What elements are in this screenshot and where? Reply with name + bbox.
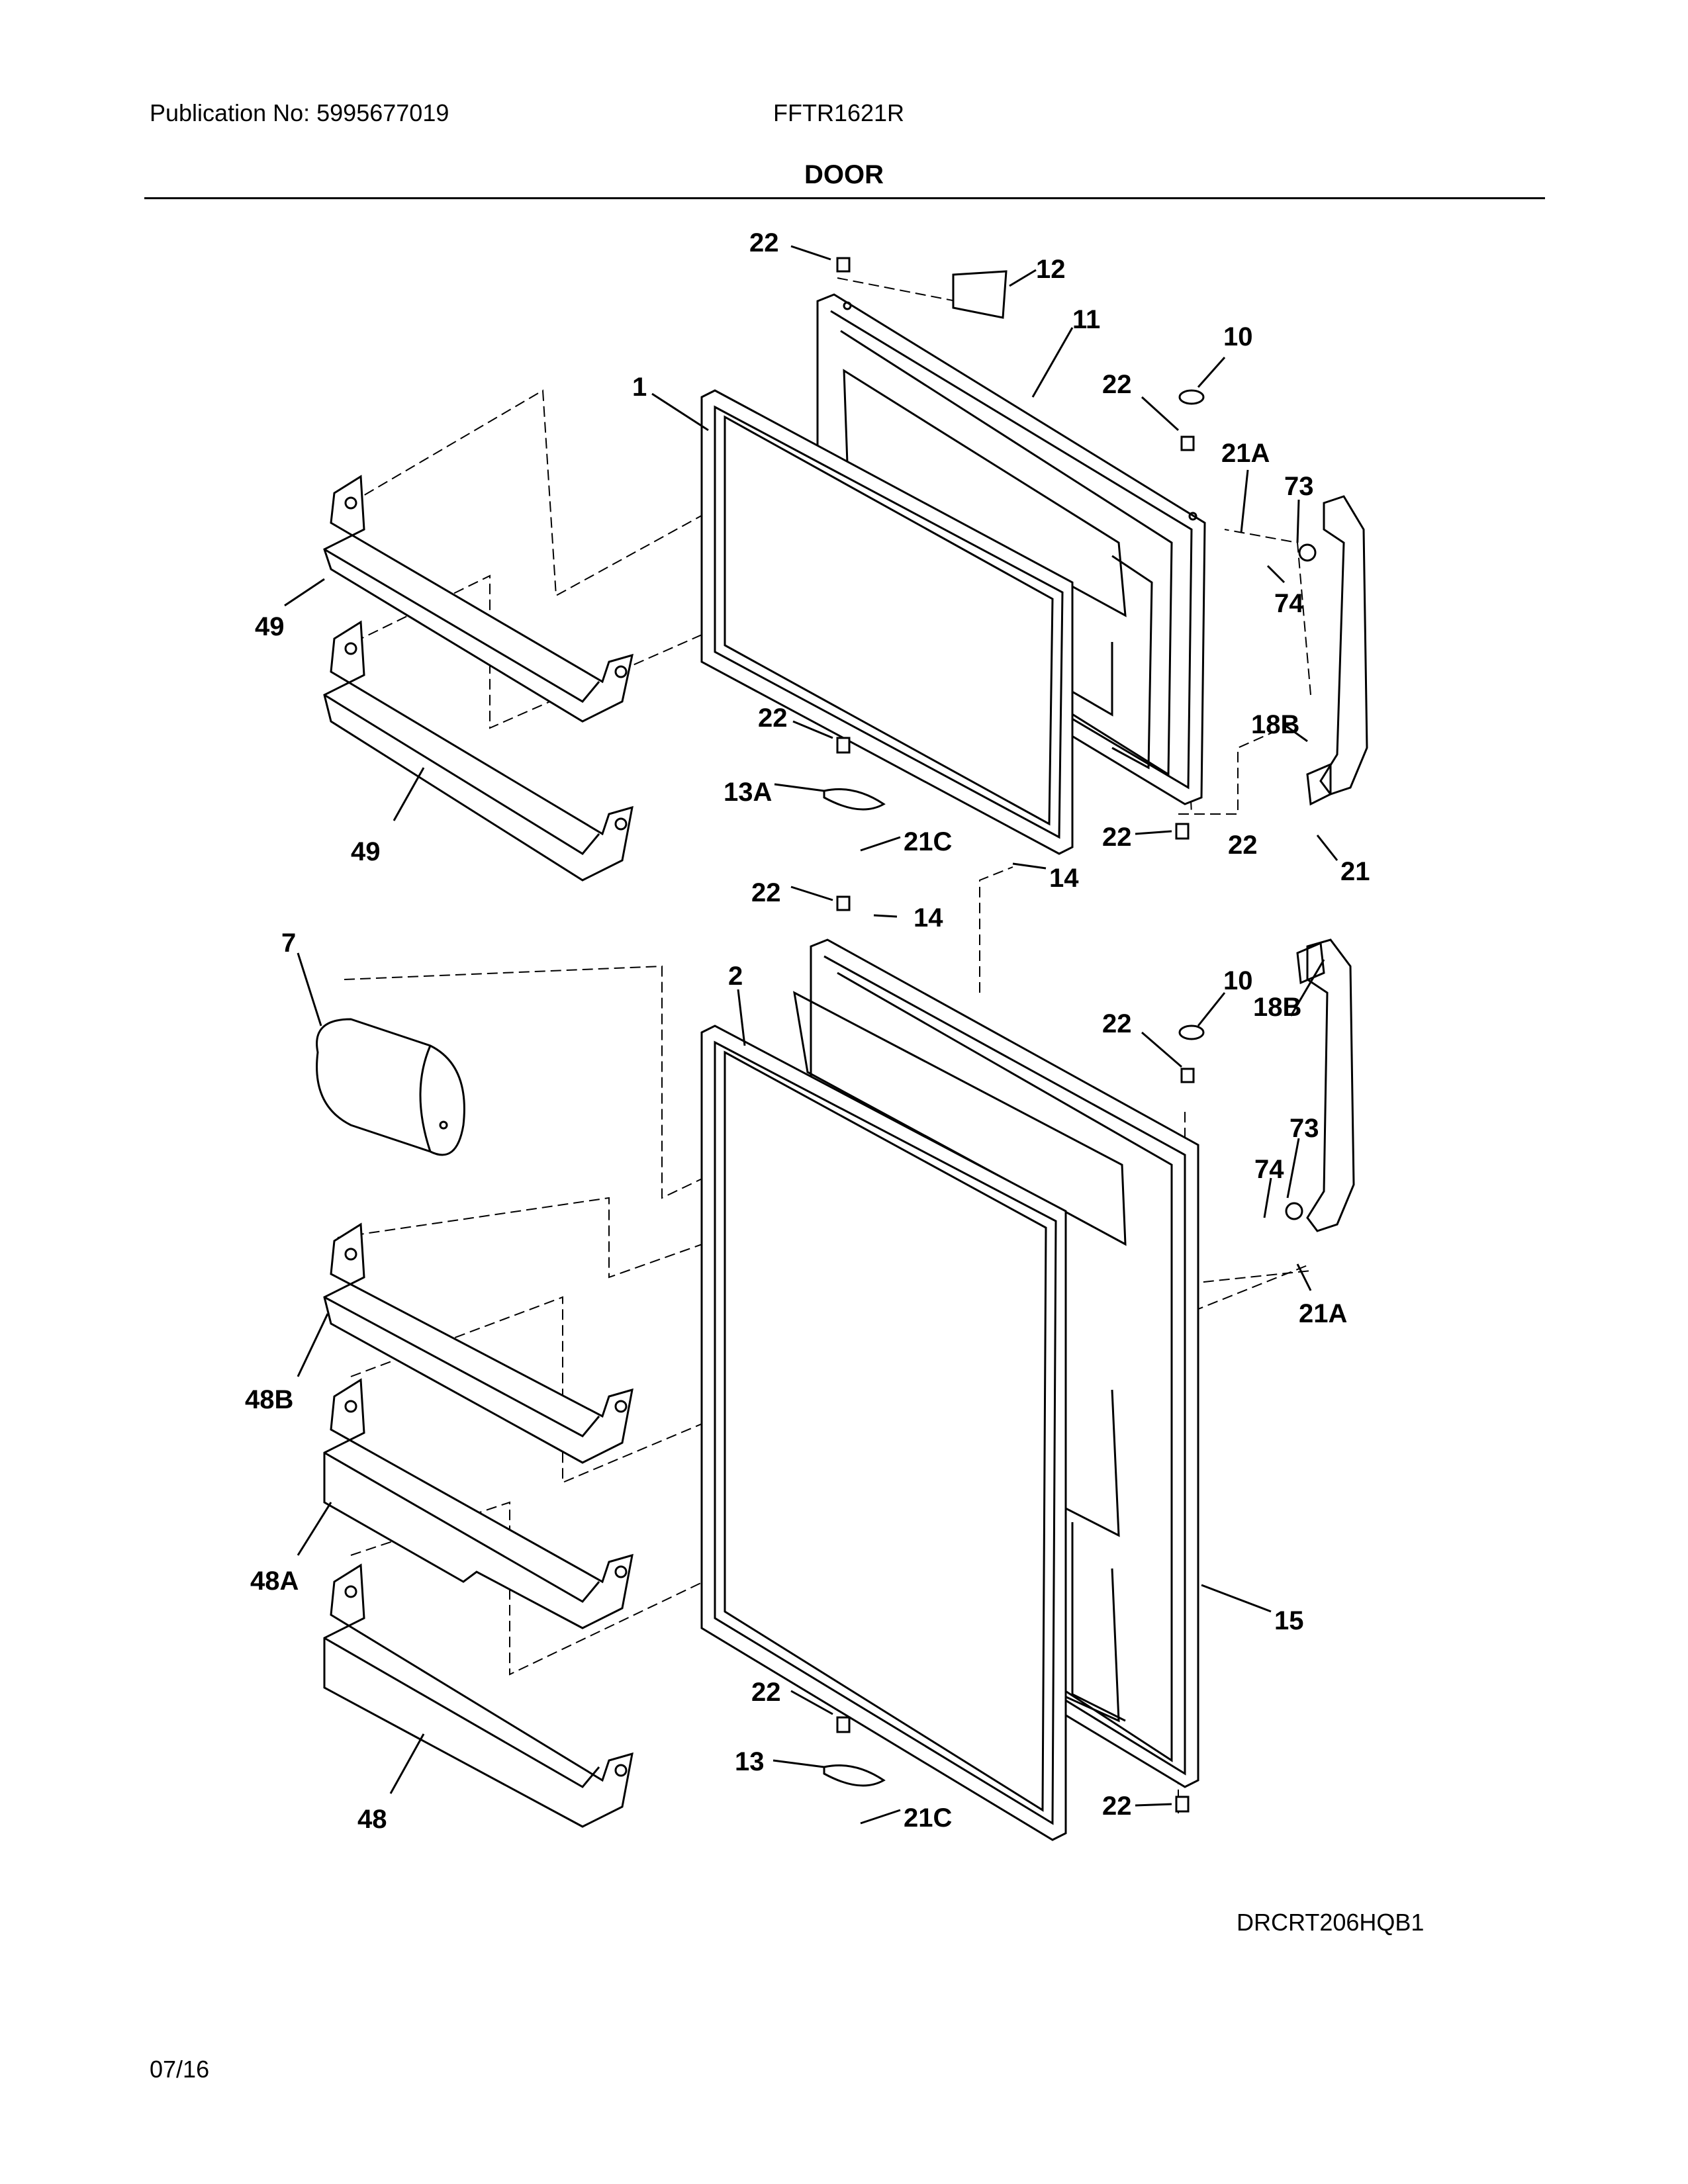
- callout-21C-top: 21C: [904, 827, 952, 856]
- callout-10-low: 10: [1223, 966, 1253, 995]
- cap-10-top: [1178, 389, 1205, 405]
- callout-7: 7: [281, 929, 296, 958]
- callout-1: 1: [632, 373, 647, 402]
- screw-22-bottom-left: [836, 1716, 851, 1733]
- publication-number: Publication No: 5995677019: [150, 99, 449, 126]
- callout-48: 48: [357, 1805, 387, 1834]
- screw-22-hinge-top: [1180, 435, 1195, 451]
- screw-22-low-top: [836, 895, 851, 911]
- callout-49-upper: 49: [255, 612, 285, 641]
- callout-73-low: 73: [1289, 1114, 1319, 1143]
- cap-10-low: [1178, 1024, 1205, 1040]
- callout-22-low-hinge: 22: [1102, 1009, 1132, 1038]
- screw-22-bottom-right: [1175, 1796, 1190, 1813]
- leader-lines: [284, 245, 1338, 1825]
- callout-49-lower: 49: [351, 837, 381, 866]
- hinge-13: [823, 1764, 886, 1787]
- callout-11: 11: [1072, 305, 1100, 334]
- callout-74-top: 74: [1274, 589, 1304, 618]
- freezer-door-gasket: [700, 389, 1074, 855]
- callout-22-top: 22: [749, 228, 779, 257]
- callout-14-b: 14: [914, 903, 943, 933]
- callout-21A-top: 21A: [1221, 439, 1270, 468]
- hinge-13A: [823, 788, 886, 811]
- callout-22-mid-left: 22: [758, 704, 788, 733]
- callout-12: 12: [1036, 255, 1066, 284]
- door-shelf-49-lower: [323, 620, 633, 882]
- callout-labels: 22 12 11 10 22 1 21A 73 74 49 49 22 18B …: [245, 228, 1370, 1834]
- revision-date: 07/16: [150, 2056, 210, 2083]
- callout-2: 2: [728, 962, 743, 991]
- label-12: [952, 270, 1008, 319]
- callout-18B-top: 18B: [1251, 710, 1299, 739]
- fresh-food-door-gasket: [700, 1024, 1067, 1841]
- dairy-compartment-cover: [316, 1018, 465, 1156]
- door-shelf-48: [323, 1563, 633, 1828]
- callout-22-bottom-right: 22: [1102, 1792, 1132, 1821]
- callout-21A-low: 21A: [1299, 1299, 1347, 1328]
- header-rule: [144, 197, 1545, 199]
- callout-73-top: 73: [1284, 472, 1314, 501]
- callout-21: 21: [1340, 857, 1370, 886]
- callout-10-top: 10: [1223, 322, 1253, 351]
- door-shelf-48A: [323, 1378, 633, 1629]
- callout-22-hinge-top: 22: [1102, 370, 1132, 399]
- callout-74-low: 74: [1254, 1155, 1284, 1184]
- callout-22-mid-right: 22: [1102, 823, 1132, 852]
- callout-22-bottom-left: 22: [751, 1678, 781, 1707]
- callout-13: 13: [735, 1747, 765, 1776]
- callout-15: 15: [1274, 1606, 1304, 1635]
- callout-21C-low: 21C: [904, 1803, 952, 1833]
- door-shelf-48B: [323, 1222, 633, 1464]
- callout-22-low-top: 22: [751, 878, 781, 907]
- screw-22-low-hinge: [1180, 1068, 1195, 1083]
- hardware-parts: [823, 257, 1205, 1813]
- callout-22-mid-right2: 22: [1228, 831, 1258, 860]
- callout-14-a: 14: [1049, 864, 1079, 893]
- freezer-door-handle: [1298, 495, 1368, 806]
- screw-22-mid-right: [1175, 823, 1190, 840]
- door-shelf-49-upper: [323, 475, 633, 723]
- callout-18B-low: 18B: [1253, 993, 1301, 1022]
- section-title: DOOR: [804, 160, 884, 189]
- callout-48B: 48B: [245, 1385, 293, 1414]
- callout-48A: 48A: [250, 1567, 299, 1596]
- screw-22-top: [836, 257, 851, 273]
- diagram-code: DRCRT206HQB1: [1237, 1909, 1425, 1936]
- screw-22-mid-left: [836, 737, 851, 754]
- model-number: FFTR1621R: [773, 99, 905, 126]
- fresh-food-door-handle: [1285, 938, 1355, 1232]
- callout-13A: 13A: [724, 778, 772, 807]
